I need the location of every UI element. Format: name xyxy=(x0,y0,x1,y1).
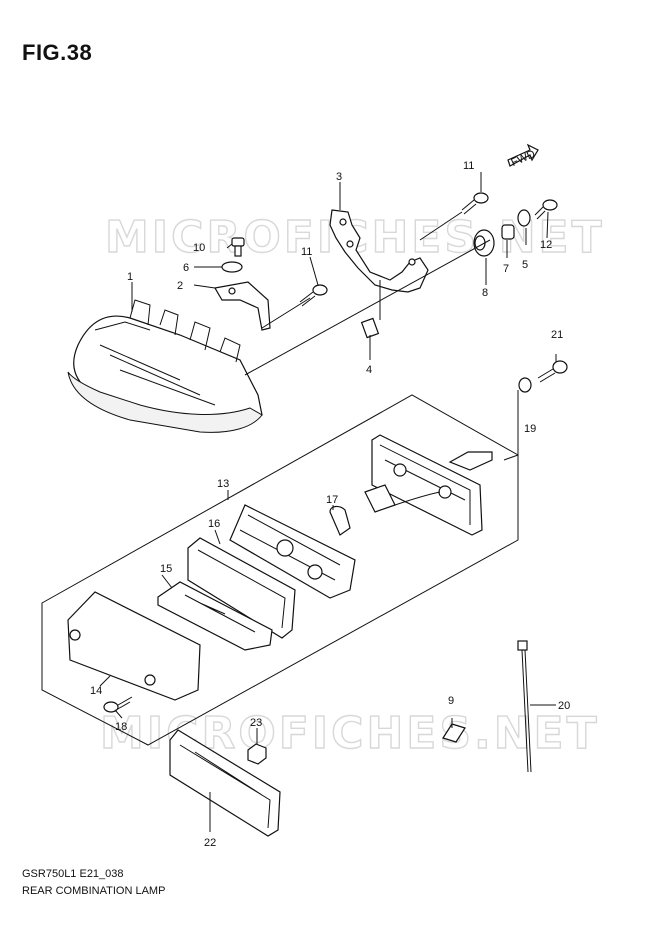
callout-11-lower: 11 xyxy=(301,246,312,258)
assembly-outline xyxy=(41,394,519,746)
stay-part xyxy=(329,209,429,293)
washer-part-19 xyxy=(518,377,532,393)
callout-23: 23 xyxy=(250,717,262,729)
callout-9: 9 xyxy=(448,695,454,707)
bracket-hole xyxy=(228,287,236,295)
cover-part xyxy=(67,591,201,701)
screw-part-upper xyxy=(461,192,489,215)
clip-nut-part xyxy=(360,317,380,339)
callout-14: 14 xyxy=(90,685,102,697)
callout-21: 21 xyxy=(551,329,563,341)
bolt-part xyxy=(231,237,245,257)
callout-6: 6 xyxy=(183,262,189,274)
fwd-arrow-icon: FWD xyxy=(507,143,539,169)
figure-title: FIG.38 xyxy=(22,40,93,65)
callout-1: 1 xyxy=(127,271,133,283)
callout-4: 4 xyxy=(366,364,372,376)
callout-11-upper: 11 xyxy=(463,160,474,172)
washer-part-5 xyxy=(517,209,531,227)
screw-part-lower xyxy=(299,284,328,307)
bracket-part xyxy=(214,281,271,331)
callout-5: 5 xyxy=(522,259,528,271)
cable-tie-part xyxy=(517,640,532,773)
screw-part-18 xyxy=(103,696,133,713)
reflector-part xyxy=(169,729,281,837)
screw-part-right xyxy=(534,199,558,220)
callout-16: 16 xyxy=(208,518,220,530)
callout-7: 7 xyxy=(503,263,509,275)
washer-part xyxy=(221,261,243,273)
diagram-name: REAR COMBINATION LAMP xyxy=(22,885,166,897)
gasket-part xyxy=(187,537,296,639)
nut-part xyxy=(247,743,267,765)
callout-12: 12 xyxy=(540,239,552,251)
callout-22: 22 xyxy=(204,837,216,849)
diagram-code: GSR750L1 E21_038 xyxy=(22,868,124,880)
callout-13: 13 xyxy=(217,478,229,490)
callout-20: 20 xyxy=(558,700,570,712)
lens-part xyxy=(157,581,273,651)
screw-part-21 xyxy=(537,360,568,383)
callout-3: 3 xyxy=(336,171,342,183)
collar-part xyxy=(501,224,515,240)
fwd-label: FWD xyxy=(509,148,537,169)
tail-lamp-assembly xyxy=(67,299,263,433)
callout-8: 8 xyxy=(482,287,488,299)
bulb-part xyxy=(329,484,441,536)
callout-18: 18 xyxy=(115,721,127,733)
license-lamp-housing xyxy=(371,434,493,536)
callout-2: 2 xyxy=(177,280,183,292)
callout-10: 10 xyxy=(193,242,205,254)
callout-19: 19 xyxy=(524,423,536,435)
clip-part-9 xyxy=(442,723,466,743)
callout-17: 17 xyxy=(326,494,338,506)
lamp-body xyxy=(229,504,356,599)
callout-15: 15 xyxy=(160,563,172,575)
